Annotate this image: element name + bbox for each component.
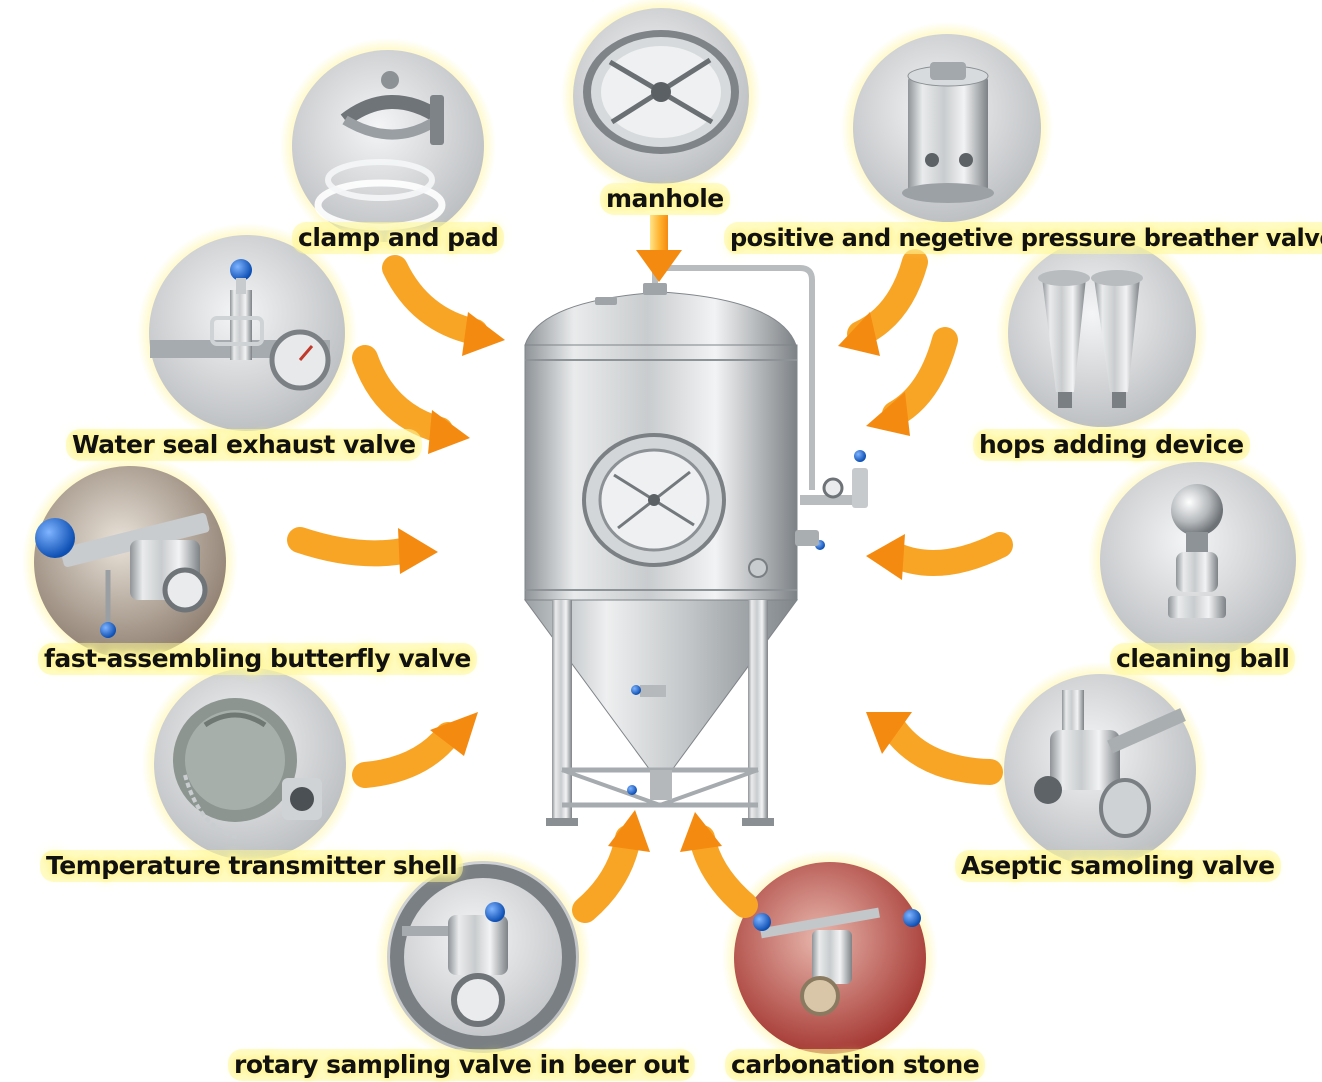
breather-valve-photo xyxy=(841,22,1053,234)
arrow-aseptic xyxy=(866,712,1003,785)
label-cleaning: cleaning ball xyxy=(1110,643,1296,675)
arrow-clamp xyxy=(382,255,505,356)
label-hops: hops adding device xyxy=(973,429,1250,461)
hops-device-icon xyxy=(1038,270,1143,408)
label-water-seal: Water seal exhaust valve xyxy=(66,429,422,461)
label-rotary: rotary sampling valve in beer out xyxy=(228,1049,695,1081)
fermenter-tank xyxy=(524,265,868,826)
carbonation-stone-icon xyxy=(753,907,921,1016)
cleaning-ball-icon xyxy=(1168,484,1226,618)
aseptic-valve-icon xyxy=(1034,690,1186,838)
temperature-shell-photo xyxy=(142,656,358,872)
arrow-cleaning xyxy=(866,532,1013,580)
arrow-temperature xyxy=(352,712,478,788)
label-breather: positive and negetive pressure breather … xyxy=(724,222,1322,254)
butterfly-valve-photo xyxy=(22,454,238,670)
label-butterfly: fast-assembling butterfly valve xyxy=(38,643,477,675)
label-carbonation: carbonation stone xyxy=(725,1049,986,1081)
aseptic-valve-photo xyxy=(992,662,1208,878)
breather-valve-icon xyxy=(902,62,994,203)
clamp-photo xyxy=(280,38,496,254)
label-clamp: clamp and pad xyxy=(292,222,505,254)
temperature-shell-icon xyxy=(173,698,322,840)
cleaning-ball-photo xyxy=(1088,450,1308,670)
arrow-hops xyxy=(866,327,958,436)
arrow-water-seal xyxy=(352,345,470,454)
label-manhole: manhole xyxy=(600,183,730,215)
arrow-manhole xyxy=(636,215,682,282)
water-seal-valve-photo xyxy=(137,223,357,443)
manhole-icon xyxy=(583,30,739,154)
manhole-photo xyxy=(561,0,761,196)
carbonation-stone-photo xyxy=(722,850,938,1066)
butterfly-valve-icon xyxy=(35,513,210,638)
hops-device-photo xyxy=(996,227,1208,439)
arrow-butterfly xyxy=(287,527,438,574)
label-aseptic: Aseptic samoling valve xyxy=(955,850,1281,882)
arrow-breather xyxy=(838,249,928,356)
arrow-carbonation xyxy=(680,812,758,918)
arrow-rotary xyxy=(572,810,650,923)
label-temperature: Temperature transmitter shell xyxy=(40,850,464,882)
water-seal-valve-icon xyxy=(150,259,331,391)
rotary-valve-photo xyxy=(375,849,591,1065)
rotary-valve-icon xyxy=(390,864,576,1050)
